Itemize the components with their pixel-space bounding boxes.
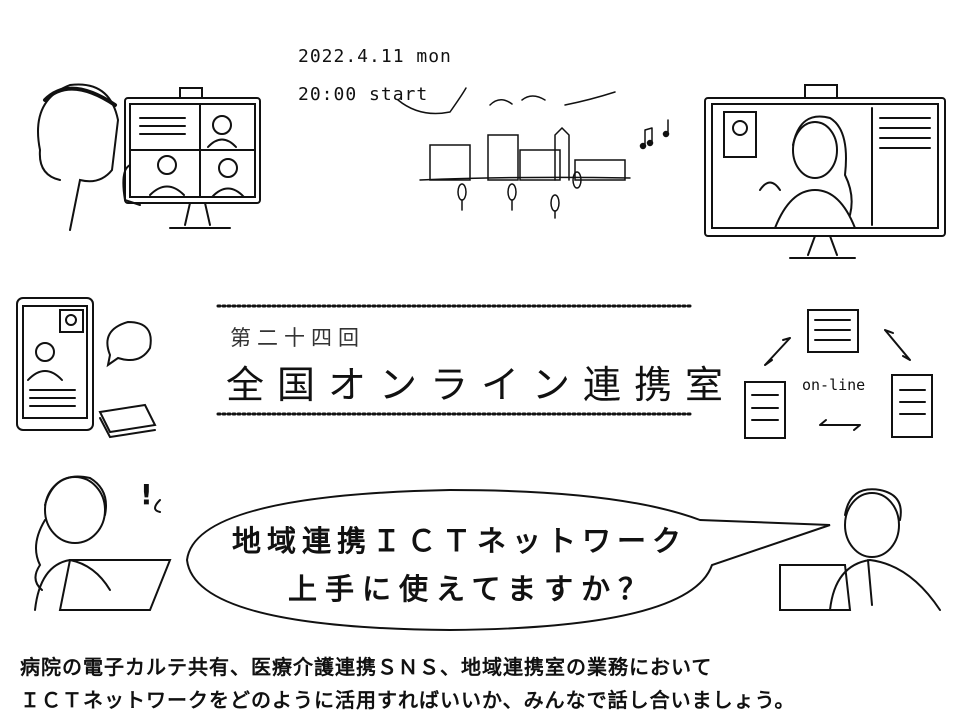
woman-on-monitor-illustration	[704, 84, 946, 259]
town-illustration	[397, 87, 670, 219]
speech-bubble-line1: 地域連携ＩＣＴネットワーク	[232, 524, 688, 558]
event-date: 2022.4.11 mon	[298, 46, 452, 67]
exclamation-mark: !	[140, 478, 153, 511]
description-line1: 病院の電子カルテ共有、医療介護連携ＳＮＳ、地域連携室の業務において	[20, 655, 713, 679]
speech-bubble-line2: 上手に使えてますか？	[288, 572, 656, 606]
speech-bubble	[185, 488, 831, 632]
woman-with-laptop-illustration	[34, 475, 172, 611]
tablet-illustration	[16, 297, 157, 439]
person-at-monitor-illustration	[37, 83, 261, 231]
description-line2: ＩＣＴネットワークをどのように活用すればいいか、みんなで話し合いましょう。	[20, 688, 796, 712]
man-with-laptop-illustration	[779, 488, 941, 611]
network-buildings-illustration	[744, 309, 933, 439]
title-frame	[216, 304, 694, 416]
network-label: on-line	[800, 376, 868, 394]
event-round: 第二十四回	[230, 326, 365, 350]
event-time: 20:00 start	[298, 84, 429, 105]
page-title: 全国オンライン連携室	[226, 363, 737, 407]
